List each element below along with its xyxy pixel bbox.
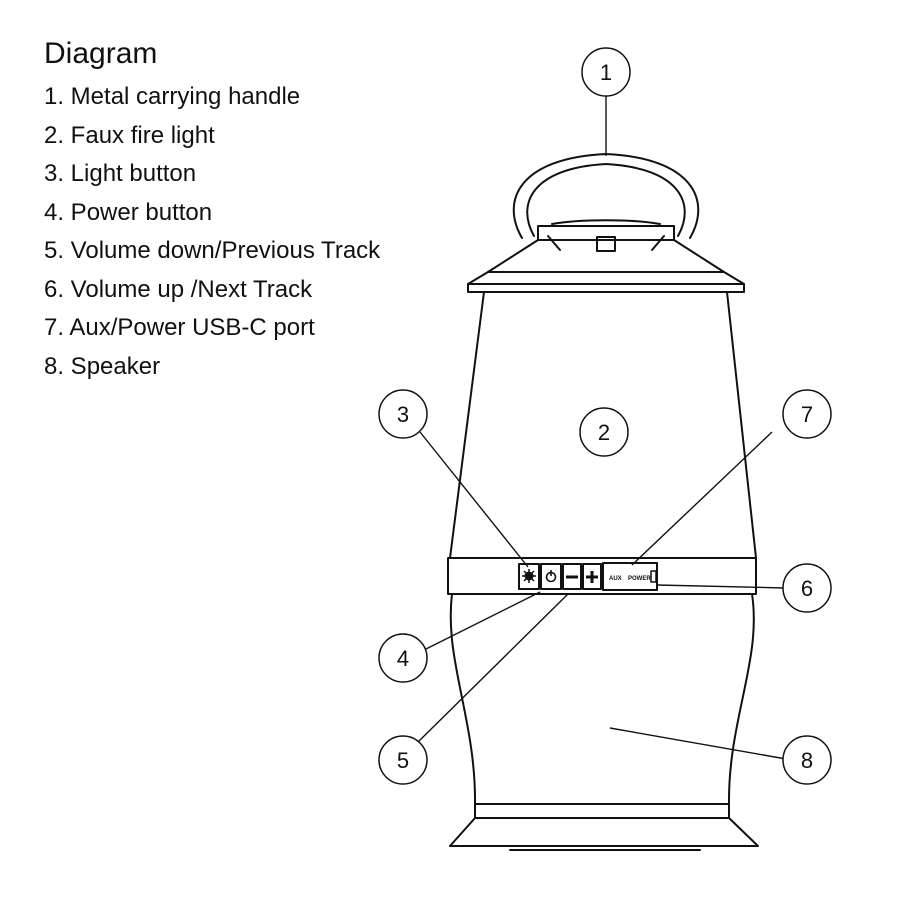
legend-item-1: 1. Metal carrying handle: [44, 83, 301, 110]
legend-item-6: 6. Volume up /Next Track: [44, 275, 313, 303]
power-icon: [545, 570, 557, 583]
callout-4-label: 4: [397, 646, 409, 671]
legend-item-3: 3. Light button: [44, 160, 197, 187]
volume-down-button: [562, 563, 582, 590]
callout-6-label: 6: [801, 576, 813, 601]
legend-list: 1. Metal carrying handle 2. Faux fire li…: [44, 78, 444, 386]
light-icon: [522, 569, 536, 583]
power-button: [540, 563, 562, 590]
callout-8: 8: [782, 735, 832, 785]
legend-title: Diagram: [44, 37, 158, 70]
callout-2-label: 2: [598, 420, 610, 445]
callout-2: 2: [579, 407, 629, 457]
usb-port-panel: [602, 562, 658, 591]
callout-5: 5: [378, 735, 428, 785]
callout-1: 1: [581, 47, 631, 97]
callouts: 1 2 3 4 5 6 7 8: [378, 47, 832, 785]
leader-lines: [417, 96, 787, 760]
aux-label: AUX: [609, 576, 622, 582]
button-icons: [522, 569, 598, 583]
callout-1-label: 1: [600, 60, 612, 85]
control-band: [447, 557, 757, 595]
top-cap: [467, 219, 745, 293]
callout-3: 3: [378, 389, 428, 439]
legend-item-5: 5. Volume down/Previous Track: [44, 237, 381, 264]
legend-item-7: 7. Aux/Power USB-C port: [44, 314, 315, 341]
callout-8-label: 8: [801, 748, 813, 773]
fire-light-body: [449, 291, 757, 559]
speaker-body: [449, 593, 759, 851]
callout-7-label: 7: [801, 402, 813, 427]
callout-5-label: 5: [397, 748, 409, 773]
legend: Diagram 1. Metal carrying handle 2. Faux…: [44, 34, 444, 386]
light-button: [518, 563, 540, 590]
callout-7: 7: [782, 389, 832, 439]
callout-6: 6: [782, 563, 832, 613]
callout-3-label: 3: [397, 402, 409, 427]
plus-icon: [586, 571, 598, 583]
legend-item-2: 2. Faux fire light: [44, 121, 215, 149]
legend-item-4: 4. Power button: [44, 198, 213, 226]
callout-4: 4: [378, 633, 428, 683]
legend-item-8: 8. Speaker: [44, 352, 161, 380]
volume-up-button: [582, 563, 602, 590]
power-port-label: POWER: [628, 576, 651, 582]
